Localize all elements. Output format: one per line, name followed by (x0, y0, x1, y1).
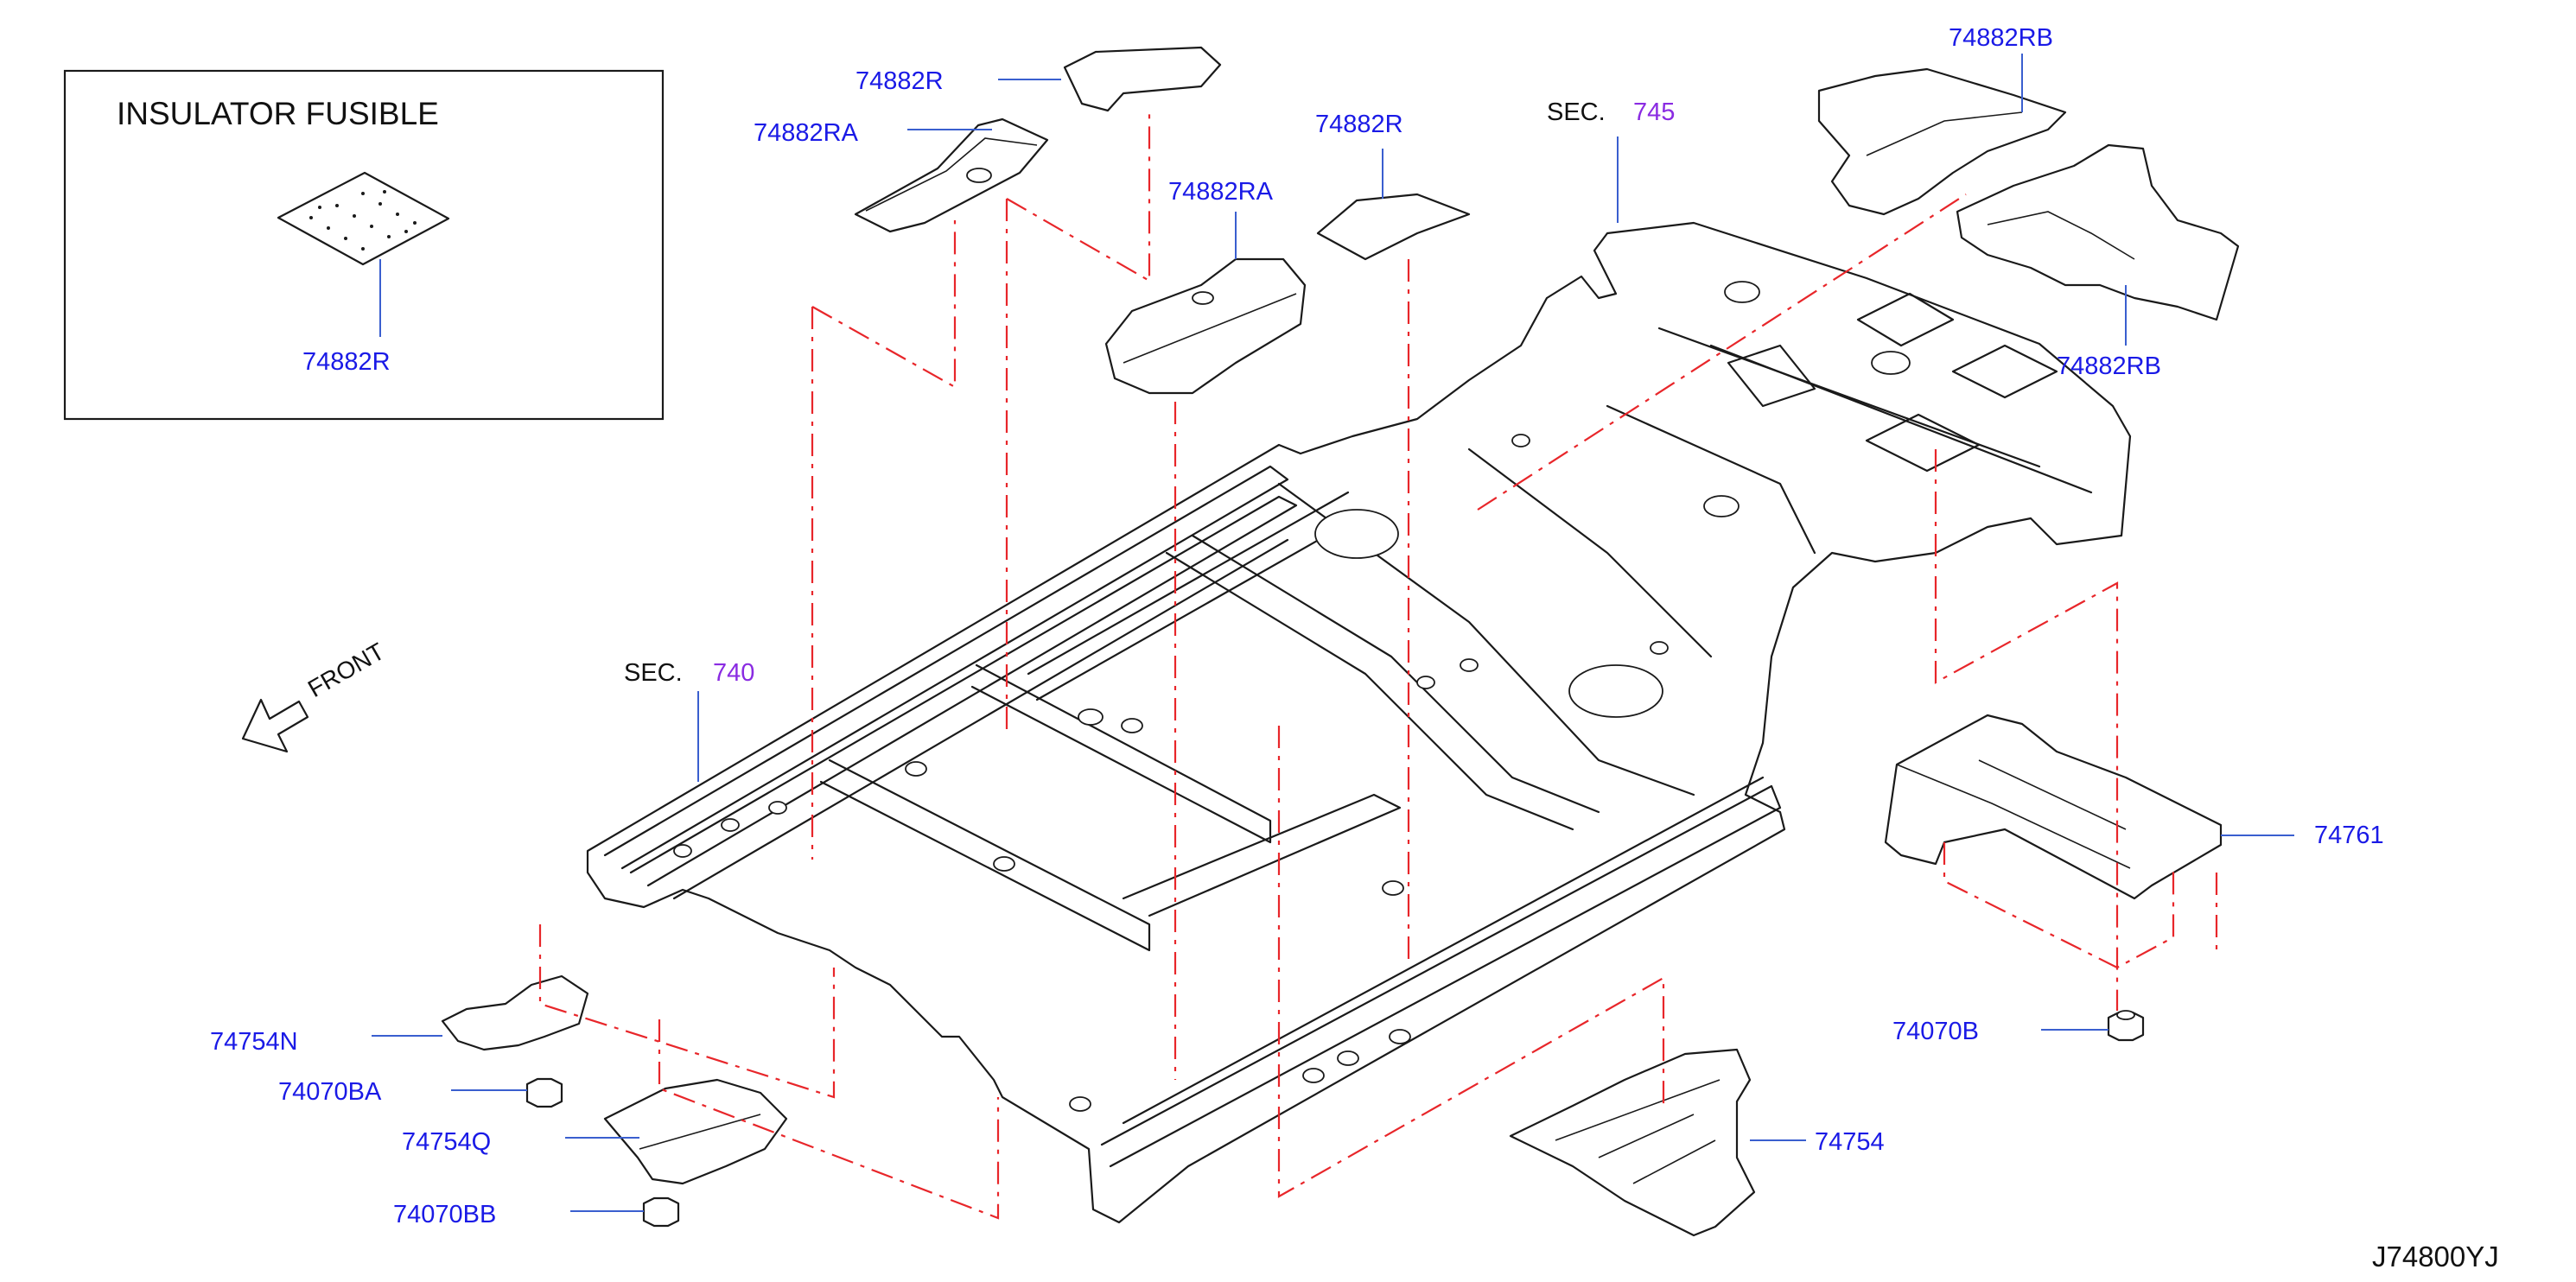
part-label-74882RB-a[interactable]: 74882RB (1949, 24, 2053, 52)
diagram-code: J74800YJ (2372, 1241, 2499, 1272)
sec745-prefix: SEC. (1547, 98, 1606, 126)
part-label-74070B[interactable]: 74070B (1892, 1018, 1979, 1045)
front-arrow-icon (241, 698, 309, 753)
part-label-74882RA-a[interactable]: 74882RA (754, 119, 858, 147)
nut-74070BB (570, 1196, 680, 1228)
part-label-74882RA-b[interactable]: 74882RA (1168, 178, 1273, 206)
part-label-74882R-a[interactable]: 74882R (855, 67, 944, 95)
cover-74761 (1884, 714, 2294, 900)
inset-part-number: 74882R (302, 348, 391, 376)
inset-title: INSULATOR FUSIBLE (117, 96, 439, 131)
part-label-74070BA[interactable]: 74070BA (278, 1078, 382, 1106)
nut-74070B (2041, 1010, 2145, 1042)
insulator-74882RA-b (1104, 212, 1307, 395)
insulator-74882R-a (998, 46, 1222, 112)
insulator-74882RA-a (854, 117, 1049, 233)
part-label-74882RB-b[interactable]: 74882RB (2057, 352, 2161, 380)
part-label-74754Q[interactable]: 74754Q (402, 1128, 492, 1156)
insulator-fusible-pad-icon (277, 171, 450, 337)
part-label-74754N[interactable]: 74754N (210, 1028, 298, 1056)
insulator-74882RB-b (1956, 143, 2240, 346)
insulator-74882R-b (1316, 149, 1471, 261)
insulator-74882RB-a (1817, 54, 2067, 216)
cover-74754Q (565, 1078, 788, 1185)
reference-lines (538, 108, 2218, 1220)
sec745-number[interactable]: 745 (1633, 98, 1676, 126)
sec740-number[interactable]: 740 (713, 659, 755, 687)
sec740-prefix: SEC. (624, 659, 683, 687)
part-label-74882R-b[interactable]: 74882R (1315, 111, 1403, 138)
nut-74070BA (451, 1077, 563, 1108)
part-label-74754[interactable]: 74754 (1815, 1128, 1885, 1156)
part-label-74761[interactable]: 74761 (2314, 822, 2384, 849)
main-floor-panel (586, 221, 2132, 1224)
bracket-74754N (372, 974, 589, 1051)
part-label-74070BB[interactable]: 74070BB (393, 1201, 497, 1228)
cover-74754 (1509, 1048, 1806, 1237)
inset-box (63, 69, 665, 421)
